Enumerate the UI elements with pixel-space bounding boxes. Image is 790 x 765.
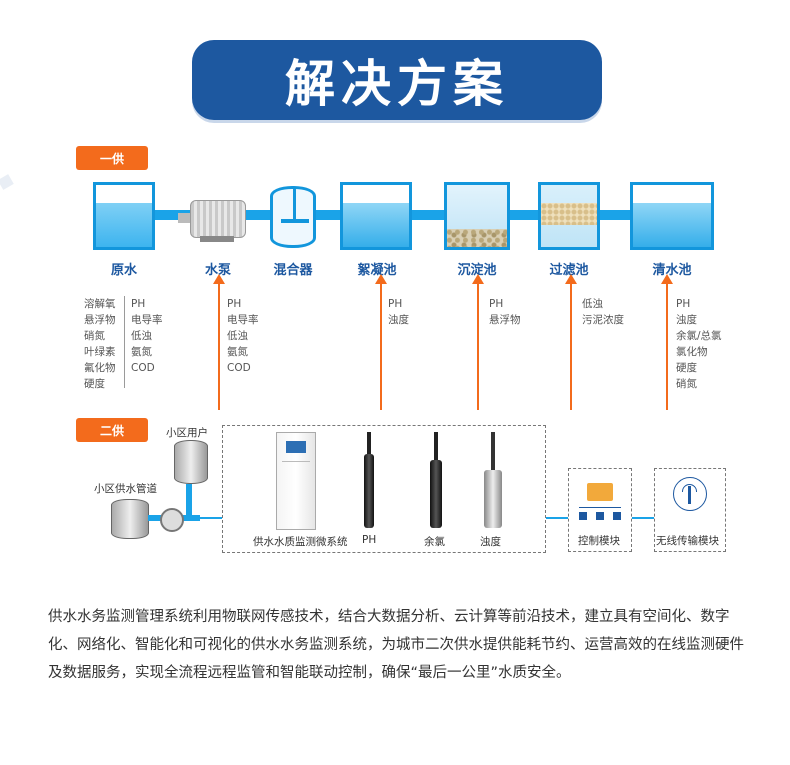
arrow-to-clear-water <box>661 274 673 410</box>
sedimentation-tank <box>444 182 510 250</box>
flocculation-tank <box>340 182 412 250</box>
wireless-module-label: 无线传输模块 <box>656 535 719 547</box>
wireless-module-box <box>654 468 726 552</box>
stage-label-mixer: 混合器 <box>273 263 313 278</box>
pipe-tank-label: 小区供水管道 <box>94 483 157 495</box>
param: 悬浮物 <box>489 314 521 326</box>
param: 余氯/总氯 <box>676 330 722 342</box>
param: 氨氮 <box>131 346 152 358</box>
arrow-to-filter <box>565 274 577 410</box>
param: 低浊 <box>131 330 152 342</box>
param: PH <box>388 298 403 310</box>
param: PH <box>489 298 504 310</box>
param: 硝氮 <box>676 378 697 390</box>
connector <box>200 517 222 519</box>
param: 电导率 <box>227 314 259 326</box>
description: 供水水务监测管理系统利用物联网传感技术，结合大数据分析、云计算等前沿技术，建立具… <box>48 609 744 681</box>
params-raw-right: PH 电导率 低浊 氨氮 COD <box>131 296 163 376</box>
param: 氯化物 <box>676 346 708 358</box>
param: COD <box>227 362 251 374</box>
param: PH <box>676 298 691 310</box>
secondary-pipe-vertical <box>186 484 192 518</box>
param: PH <box>131 298 146 310</box>
divider <box>124 296 125 388</box>
device-label-turbidity: 浊度 <box>480 536 501 548</box>
param: 氟化物 <box>84 362 116 374</box>
params-filter: 低浊 污泥浓度 <box>582 296 624 328</box>
chlorine-probe <box>430 432 442 528</box>
tag-primary-supply-label: 一供 <box>99 151 124 166</box>
connector <box>632 517 654 519</box>
param: 悬浮物 <box>84 314 116 326</box>
param: 低浊 <box>582 298 603 310</box>
param: 叶绿素 <box>84 346 116 358</box>
mixer-tank <box>270 186 316 248</box>
secondary-pump <box>160 508 184 532</box>
tag-primary-supply: 一供 <box>76 146 148 170</box>
clear-water-tank <box>630 182 714 250</box>
param: 硝氮 <box>84 330 105 342</box>
title-banner: 解决方案 <box>192 40 602 120</box>
network-icon <box>579 507 621 524</box>
stage-label-raw-water: 原水 <box>110 263 137 278</box>
stage-label-sedimentation: 沉淀池 <box>457 263 497 278</box>
stage-label-filter: 过滤池 <box>549 263 589 278</box>
param: COD <box>131 362 155 374</box>
page-title: 解决方案 <box>285 54 509 113</box>
param: 硬度 <box>84 378 105 390</box>
param: PH <box>227 298 242 310</box>
ph-probe <box>364 432 374 528</box>
params-flocculation: PH 浊度 <box>388 296 409 328</box>
user-tank-label: 小区用户 <box>166 427 208 439</box>
params-clear-water: PH 浊度 余氯/总氯 氯化物 硬度 硝氮 <box>676 296 722 392</box>
filter-tank <box>538 182 600 250</box>
pipe-tank <box>111 499 149 539</box>
control-module-label: 控制模块 <box>578 535 620 547</box>
connector <box>546 517 568 519</box>
param: 电导率 <box>131 314 163 326</box>
watermark: · <box>0 153 48 221</box>
control-module-box <box>568 468 632 552</box>
tag-secondary-supply: 二供 <box>76 418 148 442</box>
arrow-to-sedimentation <box>472 274 484 410</box>
param: 浊度 <box>388 314 409 326</box>
arrow-to-pump <box>213 274 225 410</box>
params-raw-left: 溶解氧 悬浮物 硝氮 叶绿素 氟化物 硬度 <box>84 296 116 392</box>
param: 氨氮 <box>227 346 248 358</box>
water-pump <box>178 198 248 242</box>
user-tank <box>174 440 208 484</box>
monitoring-system-box <box>222 425 546 553</box>
param: 浊度 <box>676 314 697 326</box>
tag-secondary-supply-label: 二供 <box>99 423 124 438</box>
device-label-ph: PH <box>362 534 377 546</box>
raw-water-tank <box>93 182 155 250</box>
monitoring-cabinet <box>276 432 316 530</box>
param: 溶解氧 <box>84 298 116 310</box>
params-pump: PH 电导率 低浊 氨氮 COD <box>227 296 259 376</box>
param: 低浊 <box>227 330 248 342</box>
params-sedimentation: PH 悬浮物 <box>489 296 521 328</box>
device-label-chlorine: 余氯 <box>424 536 445 548</box>
param: 污泥浓度 <box>582 314 624 326</box>
turbidity-probe <box>484 432 502 528</box>
folder-icon <box>587 483 613 501</box>
arrow-to-flocculation <box>375 274 387 410</box>
param: 硬度 <box>676 362 697 374</box>
device-label-monitor: 供水水质监测微系统 <box>253 536 348 548</box>
wireless-tower-icon <box>673 477 707 511</box>
